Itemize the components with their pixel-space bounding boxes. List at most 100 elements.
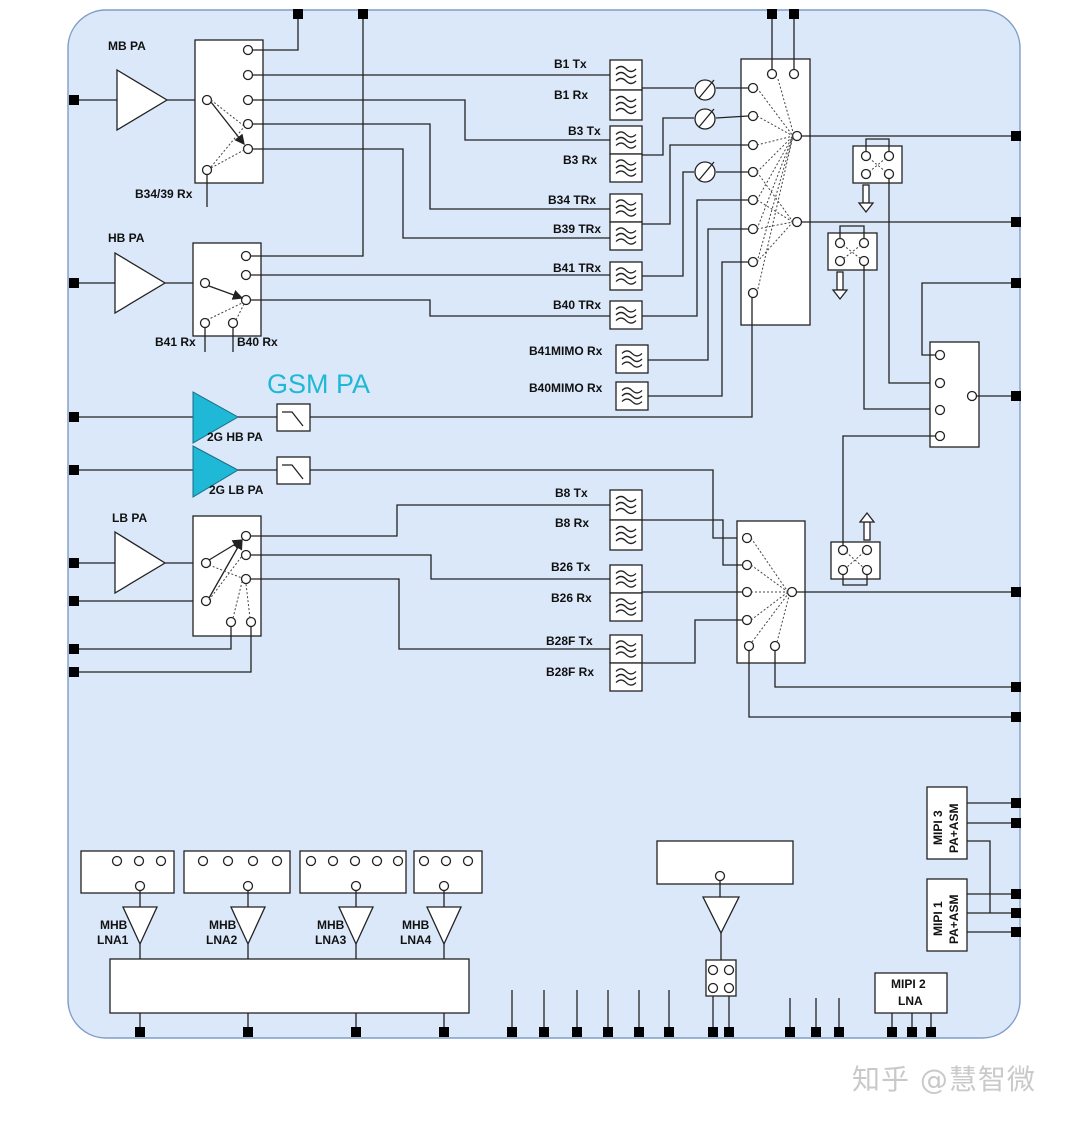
io-pin-icon [767, 9, 777, 19]
io-pin-icon [887, 1027, 897, 1037]
2g-hb-pa-triangle-icon [192, 391, 240, 444]
io-pin-icon [926, 1027, 936, 1037]
watermark: 知乎 @慧智微 [852, 1063, 1036, 1096]
io-pin-icon [1011, 818, 1021, 828]
2g-hb-pa-label: 2G HB PA [207, 430, 263, 444]
lb-pa-label: LB PA [112, 511, 147, 525]
switch-pin-icon [418, 855, 430, 867]
io-pins [69, 9, 1021, 1037]
lna3-label-a: MHB [317, 918, 345, 932]
io-pin-icon [1011, 927, 1021, 937]
io-pin-icon [439, 1027, 449, 1037]
switch-pin-icon [271, 855, 283, 867]
lna-triangle-icon [701, 896, 741, 935]
b28f-tx-label: B28F Tx [546, 634, 593, 648]
hb-pa-section: HB PA B41 Rx B40 Rx [74, 231, 278, 352]
lna4-label-a: MHB [402, 918, 430, 932]
mb-hb-routing [250, 14, 610, 317]
io-pin-icon [1011, 587, 1021, 597]
mb-pa-triangle-icon [116, 68, 169, 132]
mipi3-sub-label: PA+ASM [947, 804, 961, 853]
lowpass-filter-icon [276, 403, 311, 432]
io-pin-icon [1011, 889, 1021, 899]
io-pin-icon [1011, 908, 1021, 918]
mipi1-sub-label: PA+ASM [947, 895, 961, 944]
lb-pa-triangle-icon [114, 530, 167, 595]
b8-rx-label: B8 Rx [555, 516, 589, 530]
switch-pin-icon [155, 855, 167, 867]
mb-pa-switch [194, 39, 264, 184]
lna2-label-a: MHB [209, 918, 237, 932]
lower-antenna-switch [642, 519, 1016, 718]
b40-trx-label: B40 TRx [553, 298, 601, 312]
switch-pin-icon [438, 880, 450, 892]
io-pin-icon [351, 1027, 361, 1037]
io-pin-icon [135, 1027, 145, 1037]
io-pin-icon [1011, 278, 1021, 288]
lna-triangle-icon [425, 906, 463, 946]
gsm-pa-label: GSM PA [267, 369, 370, 399]
upper-filter-routing [642, 87, 749, 397]
saw-filter-icon [609, 564, 643, 594]
io-pin-icon [572, 1027, 582, 1037]
lna-triangle-icon [121, 906, 159, 946]
io-pin-icon [69, 596, 79, 606]
lb-pa-section: LB PA [74, 504, 610, 673]
switch-pin-icon [305, 855, 317, 867]
b1-tx-label: B1 Tx [554, 57, 587, 71]
switch-pin-icon [392, 855, 404, 867]
saw-filter-icon [609, 193, 643, 223]
io-pin-icon [69, 644, 79, 654]
saw-filter-icon [609, 662, 643, 692]
io-pin-icon [1011, 391, 1021, 401]
io-pin-icon [69, 558, 79, 568]
mipi1-block [926, 878, 968, 952]
io-pin-icon [69, 465, 79, 475]
mb-pa-label: MB PA [108, 39, 146, 53]
upper-antenna-switch [740, 14, 1016, 326]
switch-pin-icon [462, 855, 474, 867]
mipi1-label: MIPI 1 [931, 901, 945, 936]
io-pin-icon [69, 95, 79, 105]
io-pin-icon [293, 9, 303, 19]
mipi3-label: MIPI 3 [931, 810, 945, 845]
b40-rx-label: B40 Rx [237, 335, 278, 349]
lower-filter-bank [609, 489, 643, 692]
io-pin-icon [69, 412, 79, 422]
b39-trx-label: B39 TRx [553, 222, 601, 236]
saw-filter-icon [609, 261, 643, 291]
switch-pin-icon [247, 855, 259, 867]
io-pin-icon [907, 1027, 917, 1037]
b3-rx-label: B3 Rx [563, 153, 597, 167]
io-pin-icon [243, 1027, 253, 1037]
saw-filter-icon [609, 221, 643, 251]
io-pin-icon [1011, 712, 1021, 722]
io-pin-icon [1011, 798, 1021, 808]
saw-filter-icon [609, 300, 643, 330]
saw-filter-icon [609, 519, 643, 551]
right-aux-switches [827, 138, 1016, 586]
mipi2-label: MIPI 2 [891, 977, 926, 991]
io-pin-icon [834, 1027, 844, 1037]
io-pin-icon [785, 1027, 795, 1037]
io-pin-icon [1011, 217, 1021, 227]
b26-tx-label: B26 Tx [551, 560, 591, 574]
saw-filter-icon [615, 344, 649, 374]
lna-bank [80, 845, 790, 1032]
mipi2-sub-label: LNA [898, 994, 923, 1008]
bottom-stubs [511, 990, 840, 1032]
switch-pin-icon [134, 880, 146, 892]
io-pin-icon [507, 1027, 517, 1037]
b40mimo-rx-label: B40MIMO Rx [529, 381, 603, 395]
saw-filter-icon [615, 381, 649, 411]
lna-controller-block [109, 958, 470, 1014]
saw-filter-icon [609, 592, 643, 622]
saw-filter-icon [609, 59, 643, 91]
switch-pin-icon [111, 855, 123, 867]
io-pin-icon [789, 9, 799, 19]
saw-filter-icon [609, 489, 643, 521]
b26-rx-label: B26 Rx [551, 591, 592, 605]
b41-rx-label: B41 Rx [155, 335, 196, 349]
